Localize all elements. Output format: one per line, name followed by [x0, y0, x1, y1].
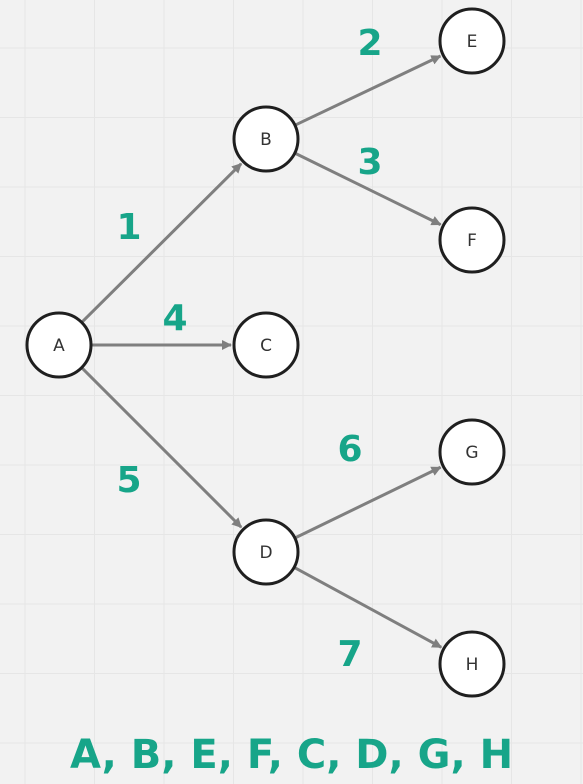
- node-b: B: [232, 105, 300, 173]
- edge-label-7: 7: [337, 634, 362, 675]
- edge-labels-layer: 1 2 3 4 5 6 7: [116, 23, 382, 675]
- node-label: H: [466, 655, 479, 675]
- edge-b-f: [294, 152, 442, 226]
- node-label: E: [467, 32, 478, 52]
- node-a: A: [25, 311, 93, 379]
- node-label: G: [465, 443, 478, 463]
- nodes-layer: A B C D E F G H: [25, 7, 506, 698]
- node-label: F: [467, 231, 477, 251]
- edge-label-6: 6: [337, 429, 362, 470]
- edge-label-2: 2: [357, 23, 382, 64]
- edge-label-5: 5: [116, 460, 141, 501]
- node-circle: [438, 630, 506, 698]
- edge-d-g: [295, 465, 442, 539]
- node-circle: [232, 311, 300, 379]
- edge-label-4: 4: [162, 298, 187, 339]
- node-label: C: [260, 336, 272, 356]
- edge-label-1: 1: [116, 207, 141, 248]
- node-label: B: [260, 130, 272, 150]
- edges-layer: [81, 54, 443, 649]
- node-g: G: [438, 418, 506, 486]
- edge-d-h: [294, 566, 443, 649]
- node-label: A: [53, 336, 65, 356]
- edge-a-b: [81, 162, 243, 323]
- node-h: H: [438, 630, 506, 698]
- node-e: E: [438, 7, 506, 75]
- edge-a-d: [81, 367, 243, 529]
- node-label: D: [259, 543, 272, 563]
- node-d: D: [232, 518, 300, 586]
- edge-label-3: 3: [357, 142, 382, 183]
- node-circle: [232, 518, 300, 586]
- traversal-order-text: A, B, E, F, C, D, G, H: [69, 732, 514, 778]
- node-c: C: [232, 311, 300, 379]
- node-circle: [438, 7, 506, 75]
- node-f: F: [438, 206, 506, 274]
- node-circle: [25, 311, 93, 379]
- node-circle: [438, 206, 506, 274]
- node-circle: [232, 105, 300, 173]
- node-circle: [438, 418, 506, 486]
- edge-b-e: [295, 54, 442, 127]
